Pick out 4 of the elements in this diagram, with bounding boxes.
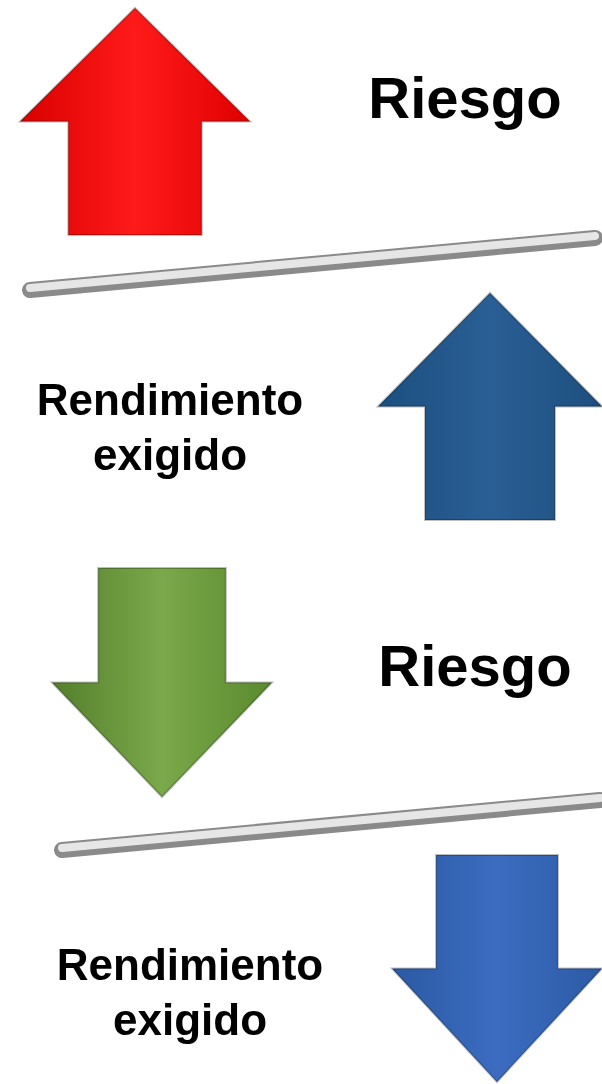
cause-label: Riesgo (377, 632, 573, 700)
cause-label: Riesgo (367, 64, 563, 132)
effect-label: Rendimiento exigido (55, 939, 325, 1046)
effect-label: Rendimiento exigido (35, 374, 305, 481)
